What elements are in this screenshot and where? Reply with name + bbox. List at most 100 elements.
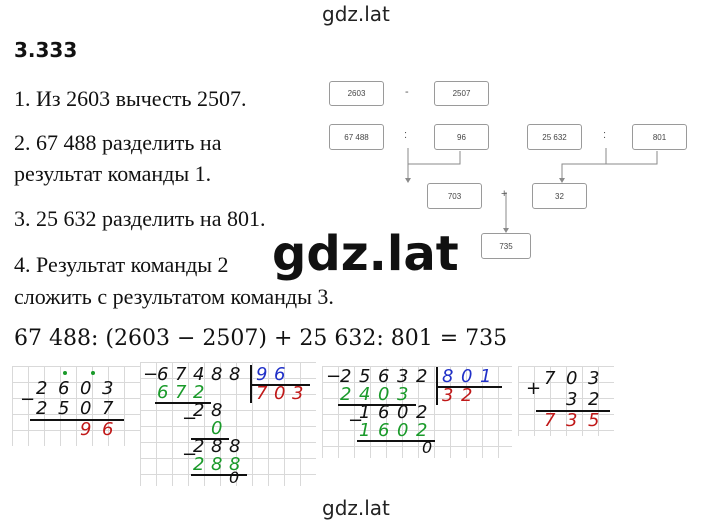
digit: 8 — [229, 436, 241, 457]
digit: 3 — [397, 384, 409, 405]
step-line — [191, 438, 229, 440]
box-96: 96 — [434, 124, 489, 150]
step-line — [338, 404, 416, 406]
digit: 8 — [211, 454, 223, 475]
command-4-line-2: сложить с результатом команды 3. — [14, 284, 334, 309]
digit: 8 — [211, 364, 223, 385]
digit: 2 — [193, 436, 205, 457]
digit: 2 — [36, 398, 48, 419]
minus-sign: − — [182, 444, 198, 465]
watermark-bottom: gdz.lat — [322, 496, 390, 520]
digit: 7 — [544, 368, 556, 389]
command-2-line-1: 2. 67 488 разделить на — [14, 130, 222, 155]
minus-sign: − — [182, 408, 198, 429]
digit: 0 — [211, 418, 223, 439]
box-2603: 2603 — [329, 81, 384, 106]
digit: 7 — [102, 398, 114, 419]
digit: 6 — [378, 402, 390, 423]
box-2507: 2507 — [434, 81, 489, 106]
minus-sign: − — [143, 364, 159, 385]
quotient-line — [436, 386, 502, 388]
digit: 8 — [229, 454, 241, 475]
digit: 2 — [461, 385, 473, 406]
op-divide-2: : — [603, 129, 607, 141]
minus-sign: − — [20, 389, 36, 410]
digit: 2 — [193, 400, 205, 421]
digit: 9 — [80, 419, 92, 440]
command-2-line-2: результат команды 1. — [14, 161, 212, 186]
digit: 2 — [416, 420, 428, 441]
op-plus: + — [501, 188, 508, 200]
digit: 7 — [175, 382, 187, 403]
digit: 6 — [102, 419, 114, 440]
quotient-line — [250, 384, 310, 386]
digit: 6 — [157, 364, 169, 385]
digit: 0 — [461, 366, 473, 387]
digit: 2 — [36, 378, 48, 399]
digit: 3 — [292, 383, 304, 404]
digit: 5 — [58, 398, 70, 419]
borrow-dot — [63, 371, 67, 375]
digit: 6 — [378, 366, 390, 387]
step-line — [191, 474, 247, 476]
box-67488: 67 488 — [329, 124, 384, 150]
digit: 0 — [397, 402, 409, 423]
digit: 0 — [229, 468, 240, 487]
digit: 8 — [229, 364, 241, 385]
digit: 8 — [211, 400, 223, 421]
result-line — [536, 410, 610, 412]
digit: 0 — [80, 378, 92, 399]
result-line — [30, 419, 124, 421]
digit: 8 — [442, 366, 454, 387]
digit: 9 — [256, 364, 268, 385]
digit: 6 — [274, 364, 286, 385]
digit: 2 — [193, 382, 205, 403]
digit: 3 — [566, 410, 578, 431]
box-25632: 25 632 — [527, 124, 582, 150]
digit: 7 — [175, 364, 187, 385]
step-line — [357, 440, 435, 442]
digit: 5 — [359, 366, 371, 387]
minus-sign: − — [326, 366, 342, 387]
digit: 6 — [157, 382, 169, 403]
digit: 0 — [566, 368, 578, 389]
digit: 3 — [397, 366, 409, 387]
plus-sign: + — [526, 378, 542, 399]
command-3: 3. 25 632 разделить на 801. — [14, 206, 266, 231]
digit: 4 — [359, 384, 371, 405]
box-703: 703 — [427, 183, 482, 209]
solution-equation: 67 488: (2603 − 2507) + 25 632: 801 = 73… — [14, 326, 508, 351]
digit: 1 — [480, 366, 492, 387]
digit: 7 — [256, 383, 268, 404]
digit: 3 — [442, 385, 454, 406]
digit: 7 — [544, 410, 556, 431]
digit: 2 — [416, 402, 428, 423]
digit: 1 — [359, 402, 371, 423]
box-801: 801 — [632, 124, 687, 150]
digit: 5 — [588, 410, 600, 431]
minus-sign: − — [348, 410, 364, 431]
flow-connectors — [405, 148, 658, 233]
digit: 2 — [340, 366, 352, 387]
command-4-line-1: 4. Результат команды 2 — [14, 252, 229, 277]
borrow-dot — [91, 371, 95, 375]
digit: 0 — [378, 384, 390, 405]
task-number: 3.333 — [14, 38, 78, 62]
box-32: 32 — [532, 183, 587, 209]
digit: 3 — [566, 389, 578, 410]
digit: 0 — [422, 438, 433, 457]
box-735: 735 — [481, 233, 531, 259]
digit: 3 — [588, 368, 600, 389]
digit: 3 — [102, 378, 114, 399]
digit: 2 — [193, 454, 205, 475]
op-minus: - — [405, 86, 409, 98]
digit: 2 — [588, 389, 600, 410]
digit: 2 — [416, 366, 428, 387]
digit: 0 — [80, 398, 92, 419]
digit: 0 — [274, 383, 286, 404]
digit: 2 — [340, 384, 352, 405]
digit: 8 — [211, 436, 223, 457]
op-divide-1: : — [404, 129, 408, 141]
digit: 0 — [397, 420, 409, 441]
digit: 4 — [193, 364, 205, 385]
